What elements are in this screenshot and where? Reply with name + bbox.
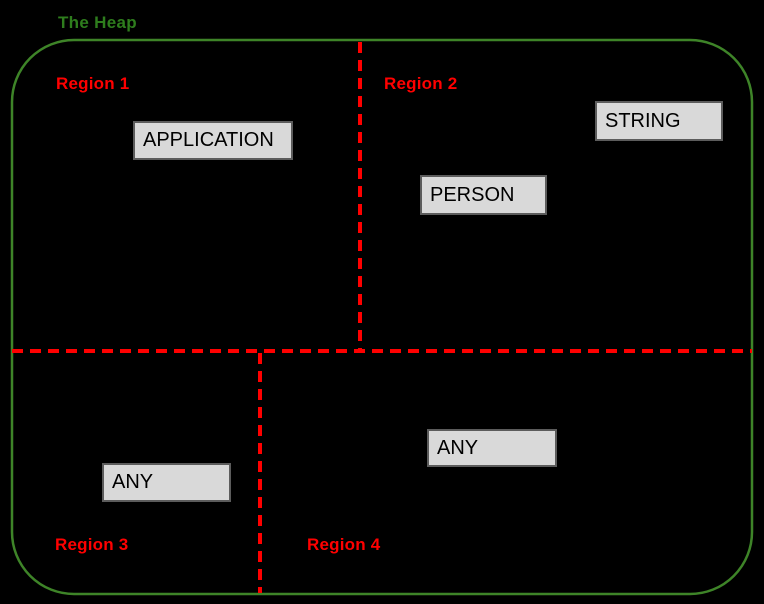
object-box-application: APPLICATION bbox=[133, 121, 293, 160]
object-box-any-region3: ANY bbox=[102, 463, 231, 502]
region-1-label: Region 1 bbox=[56, 74, 130, 93]
heap-border bbox=[10, 38, 754, 596]
object-box-string: STRING bbox=[595, 101, 723, 141]
region-4-label: Region 4 bbox=[307, 535, 381, 554]
object-box-any-region4: ANY bbox=[427, 429, 557, 467]
region-2-label: Region 2 bbox=[384, 74, 458, 93]
object-box-person: PERSON bbox=[420, 175, 547, 215]
heap-title: The Heap bbox=[58, 13, 137, 32]
region-3-label: Region 3 bbox=[55, 535, 129, 554]
